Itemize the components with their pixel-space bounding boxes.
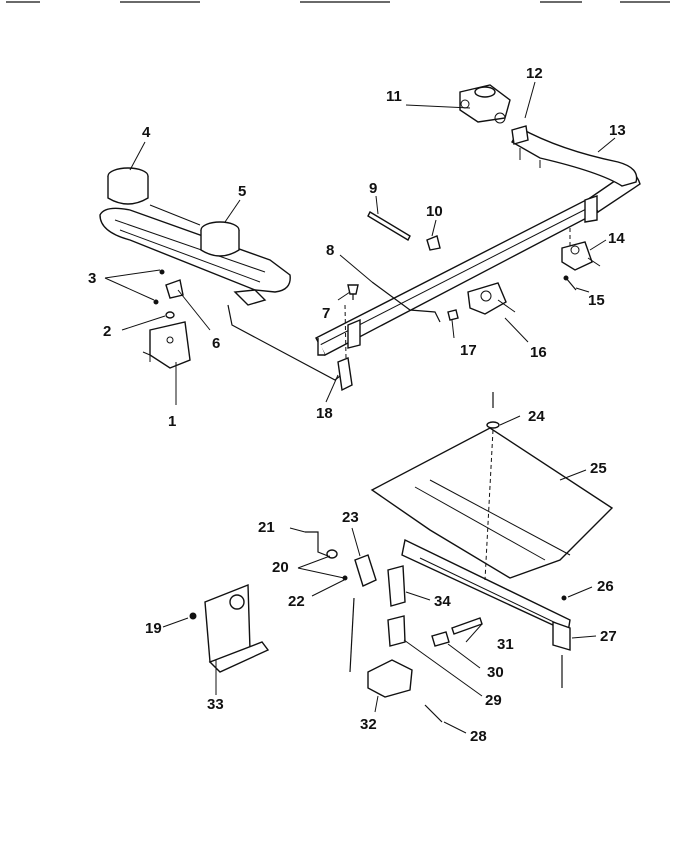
label-17: 17 <box>460 342 477 359</box>
screw-part-7 <box>347 284 359 300</box>
valve-part-14 <box>561 241 601 271</box>
label-30: 30 <box>487 664 504 681</box>
part-19 <box>189 612 197 620</box>
label-34: 34 <box>434 593 451 610</box>
clip-part-10 <box>426 235 441 251</box>
label-8: 8 <box>326 242 334 259</box>
label-29: 29 <box>485 692 502 709</box>
label-24: 24 <box>528 408 545 425</box>
label-25: 25 <box>590 460 607 477</box>
label-12: 12 <box>526 65 543 82</box>
bracket-part-33 <box>204 583 270 673</box>
label-23: 23 <box>342 509 359 526</box>
parts-20-22 <box>326 549 348 581</box>
label-20: 20 <box>272 559 289 576</box>
valve-part-32 <box>349 597 413 698</box>
bracket-part-34 <box>387 565 406 607</box>
label-15: 15 <box>588 292 605 309</box>
label-6: 6 <box>212 335 220 352</box>
label-28: 28 <box>470 728 487 745</box>
alignment-lines <box>344 228 571 688</box>
label-7: 7 <box>322 305 330 322</box>
rod-part-9 <box>367 211 411 241</box>
valve-part-16 <box>467 282 516 315</box>
top-burner-assembly <box>99 167 291 306</box>
regulator-part-11 <box>459 84 511 124</box>
label-5: 5 <box>238 183 246 200</box>
rod-part-31 <box>451 617 483 635</box>
label-2: 2 <box>103 323 111 340</box>
label-10: 10 <box>426 203 443 220</box>
part-24 <box>486 421 500 429</box>
tube-part-18 <box>227 304 353 392</box>
label-22: 22 <box>288 593 305 610</box>
label-19: 19 <box>145 620 162 637</box>
oven-burner-part-27 <box>401 538 571 651</box>
label-32: 32 <box>360 716 377 733</box>
part-number-labels: 1 2 3 4 5 6 7 8 9 10 11 12 13 14 15 16 1… <box>88 65 626 745</box>
label-13: 13 <box>609 122 626 139</box>
bracket-part-29 <box>387 615 406 647</box>
wire-part-8 <box>371 281 441 323</box>
part-30 <box>431 631 450 647</box>
label-33: 33 <box>207 696 224 713</box>
small-parts-2-3-6 <box>153 269 184 319</box>
label-11: 11 <box>386 88 402 105</box>
part-17 <box>447 309 459 321</box>
label-16: 16 <box>530 344 547 361</box>
label-27: 27 <box>600 628 617 645</box>
label-21: 21 <box>258 519 275 536</box>
label-1: 1 <box>168 413 176 430</box>
label-26: 26 <box>597 578 614 595</box>
tube-part-21 <box>305 531 329 557</box>
screw-part-28 <box>424 704 443 723</box>
label-4: 4 <box>142 124 151 141</box>
screw-part-26 <box>561 595 567 601</box>
label-14: 14 <box>608 230 625 247</box>
label-3: 3 <box>88 270 96 287</box>
label-18: 18 <box>316 405 333 422</box>
leader-lines <box>104 81 616 734</box>
screw-part-15 <box>563 275 577 291</box>
part-23 <box>354 554 377 587</box>
label-31: 31 <box>497 636 514 653</box>
bracket-part-1 <box>142 321 191 369</box>
label-9: 9 <box>369 180 377 197</box>
manifold-pipe <box>315 125 641 356</box>
